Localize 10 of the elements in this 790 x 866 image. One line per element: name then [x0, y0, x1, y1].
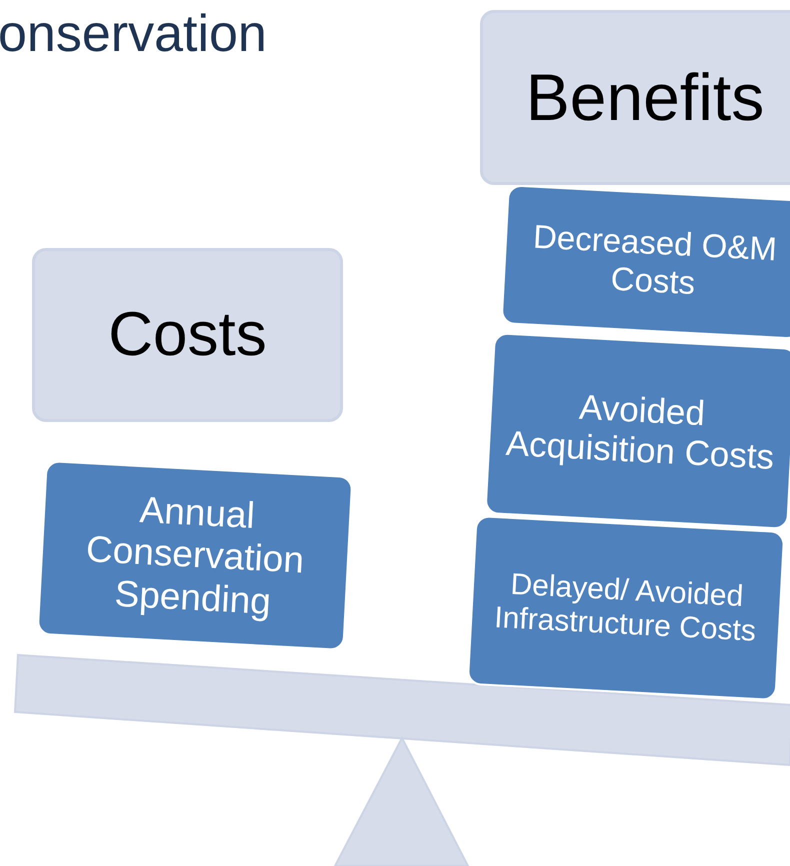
heading-box	[480, 10, 790, 185]
heading-box	[32, 248, 343, 422]
box-label: Annual Conservation Spending	[84, 488, 306, 624]
box-label: Costs	[108, 299, 267, 371]
box-label: Decreased O&M Costs	[531, 217, 779, 304]
title: onservation	[0, 4, 267, 64]
item-box	[500, 184, 790, 340]
box-label: Delayed/ Avoided Infrastructure Costs	[492, 566, 758, 650]
box-label: Benefits	[526, 60, 764, 136]
box-label: Avoided Acquisition Costs	[504, 386, 776, 478]
